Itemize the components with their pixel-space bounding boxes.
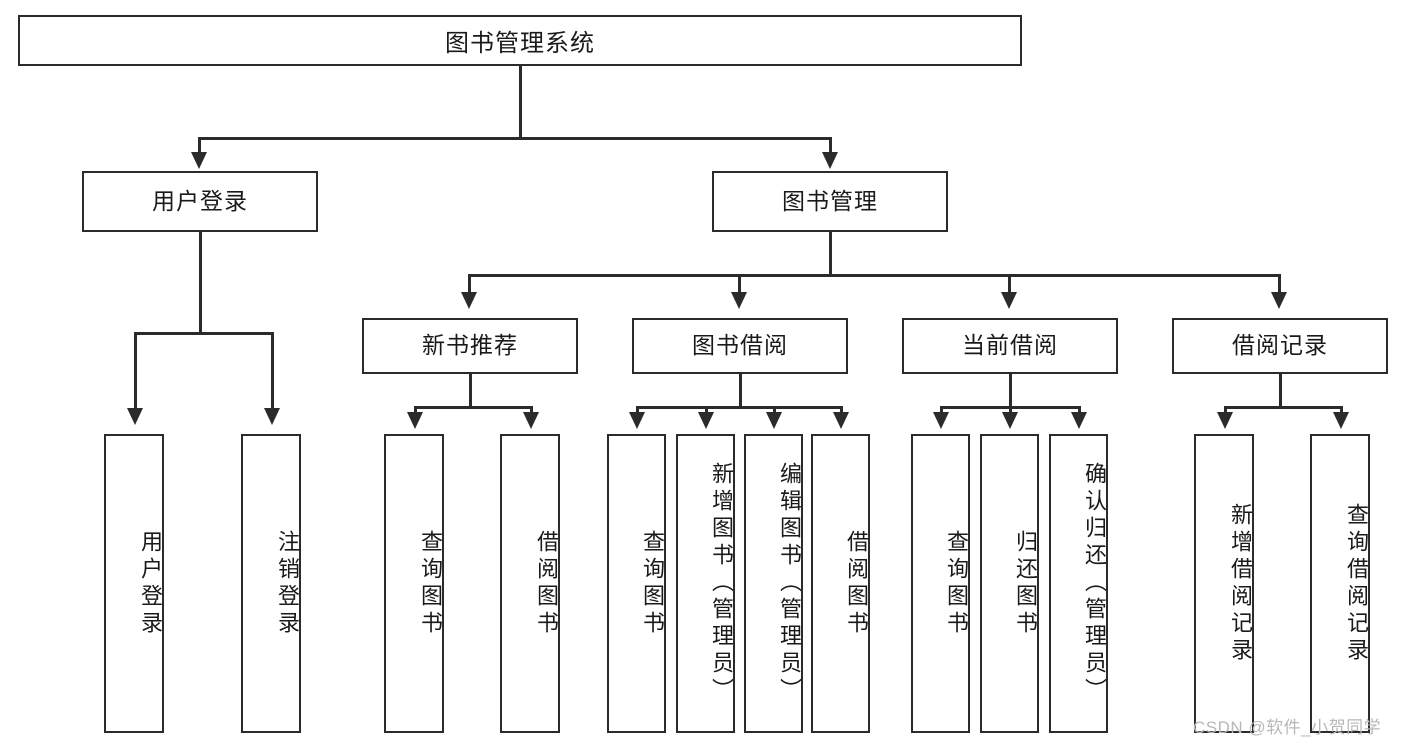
node-label: 查询图书: [418, 529, 443, 638]
node-label: 注销登录: [275, 529, 300, 638]
node-current-borrow[interactable]: 当前借阅: [902, 318, 1118, 374]
leaf-user-login-logout[interactable]: 注销登录: [241, 434, 301, 733]
leaf-book-borrow-borrow[interactable]: 借阅图书: [811, 434, 870, 733]
node-label: 查询图书: [944, 529, 969, 638]
edge-borrow-record-stem: [1279, 374, 1282, 408]
leaf-new-book-query[interactable]: 查询图书: [384, 434, 444, 733]
node-label: 新增图书（管理员）: [709, 462, 734, 705]
edge-bm-to-current-borrow: [1008, 274, 1011, 296]
edge-borrow-record-bus: [1224, 406, 1342, 409]
leaf-current-borrow-confirm-return[interactable]: 确认归还（管理员）: [1049, 434, 1108, 733]
leaf-book-borrow-edit[interactable]: 编辑图书（管理员）: [744, 434, 803, 733]
node-label: 借阅图书: [844, 529, 869, 638]
node-label: 图书管理: [782, 187, 878, 214]
edge-user-login-bus: [134, 332, 273, 335]
node-label: 归还图书: [1013, 529, 1038, 638]
arrow-br-to-leaf-1: [1217, 412, 1233, 429]
arrow-bb-to-leaf-4: [833, 412, 849, 429]
node-label: 用户登录: [152, 187, 248, 214]
leaf-current-borrow-query[interactable]: 查询图书: [911, 434, 970, 733]
edge-root-stem: [519, 66, 522, 139]
arrow-br-to-leaf-2: [1333, 412, 1349, 429]
node-book-management[interactable]: 图书管理: [712, 171, 948, 232]
arrow-nb-to-leaf-2: [523, 412, 539, 429]
node-label: 用户登录: [138, 529, 163, 638]
node-label: 编辑图书（管理员）: [777, 462, 802, 705]
node-label: 借阅记录: [1232, 332, 1328, 359]
leaf-user-login-login[interactable]: 用户登录: [104, 434, 164, 733]
arrow-nb-to-leaf-1: [407, 412, 423, 429]
edge-book-borrow-stem: [739, 374, 742, 408]
arrow-user-login-to-leaf-2: [264, 408, 280, 425]
arrow-root-to-user-login: [191, 152, 207, 169]
arrow-bm-to-book-borrow: [731, 292, 747, 309]
arrow-bm-to-current-borrow: [1001, 292, 1017, 309]
edge-book-borrow-bus: [636, 406, 842, 409]
node-label: 新增借阅记录: [1228, 502, 1253, 665]
watermark: CSDN @软件_小贺同学: [1193, 718, 1382, 737]
arrow-cb-to-leaf-2: [1002, 412, 1018, 429]
edge-book-management-stem: [829, 232, 832, 276]
node-user-login[interactable]: 用户登录: [82, 171, 318, 232]
arrow-user-login-to-leaf-1: [127, 408, 143, 425]
edge-user-login-to-leaf-1: [134, 332, 137, 412]
leaf-borrow-record-query[interactable]: 查询借阅记录: [1310, 434, 1370, 733]
edge-user-login-to-leaf-2: [271, 332, 274, 412]
arrow-root-to-book-management: [822, 152, 838, 169]
node-label: 图书管理系统: [445, 30, 595, 57]
edge-bm-to-book-borrow: [738, 274, 741, 296]
edge-user-login-stem: [199, 232, 202, 334]
edge-root-to-user-login: [198, 137, 201, 158]
node-new-book-recommend[interactable]: 新书推荐: [362, 318, 578, 374]
arrow-cb-to-leaf-3: [1071, 412, 1087, 429]
edge-bm-to-new-book: [468, 274, 471, 296]
leaf-book-borrow-query[interactable]: 查询图书: [607, 434, 666, 733]
arrow-bm-to-borrow-record: [1271, 292, 1287, 309]
node-label: 图书借阅: [692, 332, 788, 359]
node-root-book-management-system[interactable]: 图书管理系统: [18, 15, 1022, 66]
arrow-bb-to-leaf-2: [698, 412, 714, 429]
arrow-bb-to-leaf-3: [766, 412, 782, 429]
node-book-borrow[interactable]: 图书借阅: [632, 318, 848, 374]
edge-current-borrow-stem: [1009, 374, 1012, 408]
node-borrow-record[interactable]: 借阅记录: [1172, 318, 1388, 374]
arrow-bm-to-new-book: [461, 292, 477, 309]
node-label: 确认归还（管理员）: [1082, 462, 1107, 705]
leaf-current-borrow-return[interactable]: 归还图书: [980, 434, 1039, 733]
edge-root-to-book-management: [829, 137, 832, 158]
edge-bm-to-borrow-record: [1278, 274, 1281, 296]
node-label: 新书推荐: [422, 332, 518, 359]
node-label: 当前借阅: [962, 332, 1058, 359]
node-label: 借阅图书: [534, 529, 559, 638]
leaf-new-book-borrow[interactable]: 借阅图书: [500, 434, 560, 733]
edge-new-book-stem: [469, 374, 472, 408]
edge-book-management-bus: [468, 274, 1280, 277]
leaf-book-borrow-add[interactable]: 新增图书（管理员）: [676, 434, 735, 733]
edge-new-book-bus: [414, 406, 532, 409]
node-label: 查询借阅记录: [1344, 502, 1369, 665]
arrow-cb-to-leaf-1: [933, 412, 949, 429]
edge-root-bus: [198, 137, 832, 140]
arrow-bb-to-leaf-1: [629, 412, 645, 429]
leaf-borrow-record-add[interactable]: 新增借阅记录: [1194, 434, 1254, 733]
node-label: 查询图书: [640, 529, 665, 638]
